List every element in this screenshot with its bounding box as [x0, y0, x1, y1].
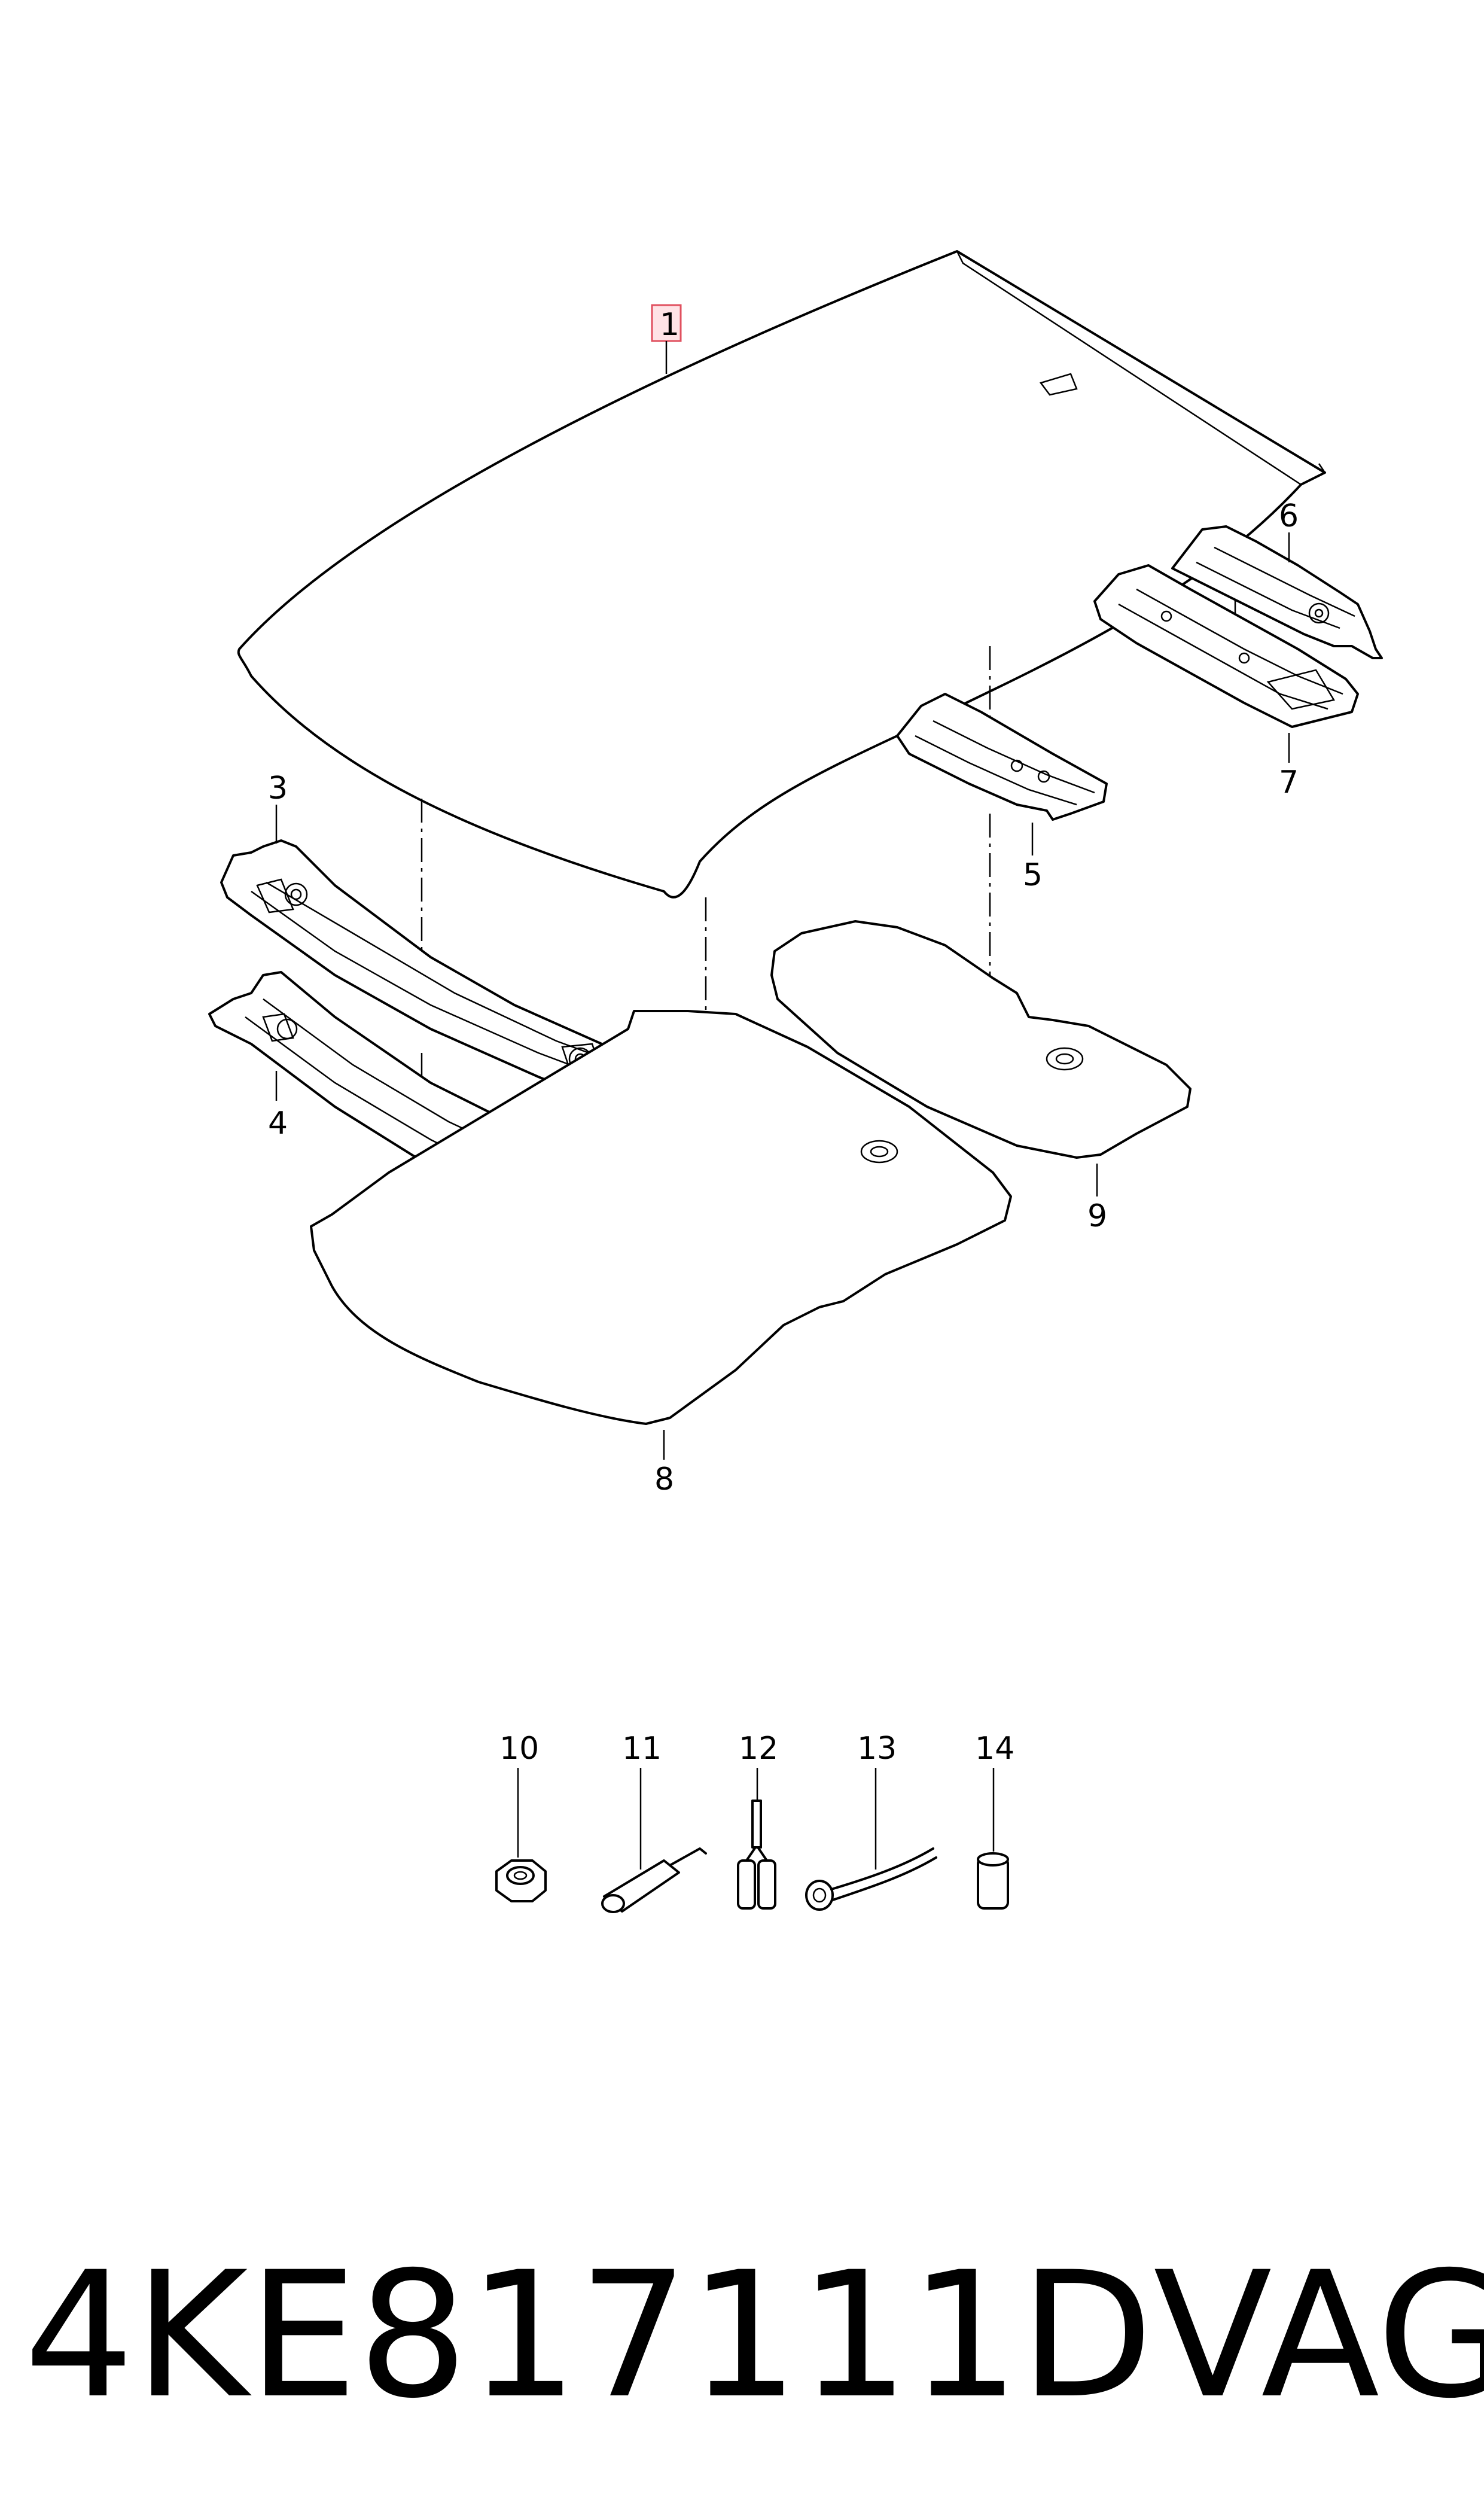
callout-14[interactable]: 14: [975, 1731, 1014, 1767]
callout-1-highlight: [651, 304, 682, 342]
rear-insulation-mat[interactable]: [770, 920, 1192, 1159]
roof-panel[interactable]: [237, 250, 1326, 899]
callout-13[interactable]: 13: [857, 1731, 897, 1767]
front-insulation-mat[interactable]: [310, 1010, 1012, 1425]
adhesive-tube[interactable]: [805, 1847, 937, 1911]
callout-9[interactable]: 9: [1087, 1198, 1107, 1234]
two-component-adhesive[interactable]: [737, 1800, 776, 1910]
callout-10[interactable]: 10: [499, 1731, 539, 1767]
callout-6[interactable]: 6: [1279, 498, 1299, 534]
callout-4[interactable]: 4: [268, 1106, 288, 1141]
callout-7[interactable]: 7: [1279, 765, 1299, 800]
callout-1[interactable]: 1: [660, 307, 679, 343]
rear-roof-cross-member[interactable]: [1093, 564, 1359, 728]
part-number-caption: 4KE817111D VAG: [24, 2235, 1484, 2437]
callout-5[interactable]: 5: [1023, 857, 1043, 893]
sealant-cartridge[interactable]: [601, 1847, 707, 1913]
center-roof-bow[interactable]: [896, 693, 1108, 821]
callout-3[interactable]: 3: [268, 771, 288, 806]
callout-8[interactable]: 8: [654, 1462, 674, 1497]
flange-nut[interactable]: [495, 1859, 547, 1902]
part-number: 4KE817111D: [24, 2235, 1154, 2437]
callout-12[interactable]: 12: [739, 1731, 778, 1767]
rear-roof-bow[interactable]: [1171, 525, 1383, 659]
primer-bottle[interactable]: [977, 1852, 1009, 1910]
brand-label: VAG: [1153, 2235, 1484, 2437]
callout-11[interactable]: 11: [622, 1731, 662, 1767]
